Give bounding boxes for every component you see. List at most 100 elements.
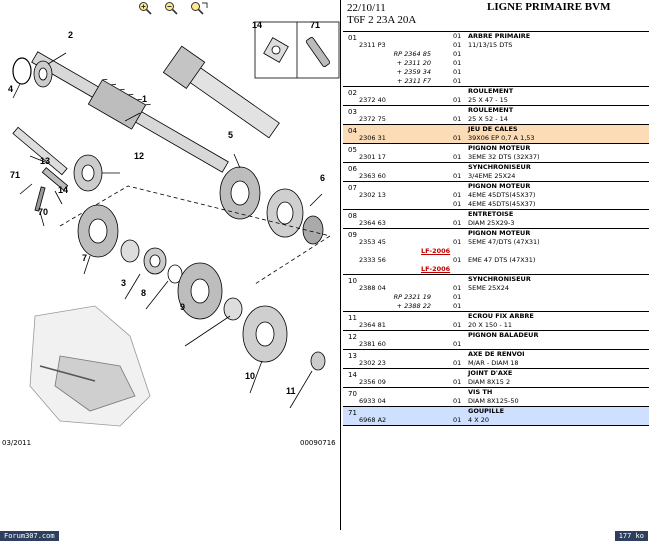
part-description: 4EME 45DTS(45X37) xyxy=(468,200,536,208)
diagram-drawing xyxy=(12,21,340,427)
part-code: 6968 A2 xyxy=(359,416,387,424)
part-description: 3EME 32 DTS (32X37) xyxy=(468,153,540,161)
part-description: 5EME 25X24 xyxy=(468,284,510,292)
part-row: JOINT D'AXE xyxy=(343,369,649,378)
part-description: SYNCHRONISEUR xyxy=(468,275,531,283)
part-code: 2302 23 xyxy=(359,359,386,367)
model-code: T6F 2 23A 20A xyxy=(347,14,417,26)
thumb-label-71: 71 xyxy=(310,20,321,30)
zoom-in-icon[interactable] xyxy=(138,1,152,15)
part-quantity: 01 xyxy=(453,238,462,246)
part-group-id: 06 xyxy=(348,165,357,173)
part-description: 3/4EME 25X24 xyxy=(468,172,516,180)
part-quantity: 01 xyxy=(453,200,462,208)
exploded-parts-diagram: 14 71 2 1 4 5 13 12 71 14 6 70 7 3 8 9 1… xyxy=(0,16,340,447)
part-row: JEU DE CALES xyxy=(343,125,649,134)
part-row: ENTRETOISE xyxy=(343,210,649,219)
part-group-id: 08 xyxy=(348,212,357,220)
part-note[interactable]: LF-2006 xyxy=(421,247,451,255)
part-group-id: 05 xyxy=(348,146,357,154)
part-code: 2353 45 xyxy=(359,238,386,246)
part-description: PIGNON MOTEUR xyxy=(468,144,531,152)
callout-2: 2 xyxy=(68,30,74,40)
diagram-date: 03/2011 xyxy=(2,439,32,447)
part-code: 2302 13 xyxy=(359,191,386,199)
part-code: 2364 63 xyxy=(359,219,386,227)
part-code: 2306 31 xyxy=(359,134,386,142)
part-quantity: 01 xyxy=(453,219,462,227)
part-group-id: 07 xyxy=(348,184,357,192)
part-description: 4EME 45DTS(45X37) xyxy=(468,191,536,199)
part-quantity: 01 xyxy=(453,256,462,264)
part-description: 4 X 20 xyxy=(468,416,489,424)
zoom-fit-icon[interactable] xyxy=(190,1,208,15)
part-description: ROULEMENT xyxy=(468,87,514,95)
part-quantity: 01 xyxy=(453,41,462,49)
part-quantity: 01 xyxy=(453,293,462,301)
part-description: SYNCHRONISEUR xyxy=(468,163,531,171)
callout-9: 9 xyxy=(180,302,186,312)
part-row: AXE DE RENVOI xyxy=(343,350,649,359)
callout-6: 6 xyxy=(320,173,326,183)
callout-7: 7 xyxy=(82,253,88,263)
part-description: 11/13/15 DTS xyxy=(468,41,513,49)
part-row: LF-2006 xyxy=(343,247,649,256)
part-group-id: 03 xyxy=(348,108,357,116)
part-description: JEU DE CALES xyxy=(468,125,518,133)
page-title: LIGNE PRIMAIRE BVM xyxy=(487,1,611,13)
part-row: ROULEMENT xyxy=(343,87,649,96)
part-description: 25 X 52 - 14 xyxy=(468,115,508,123)
part-quantity: 01 xyxy=(453,96,462,104)
part-note[interactable]: LF-2006 xyxy=(421,265,451,273)
header-date: 22/10/11 xyxy=(347,2,386,14)
callout-3: 3 xyxy=(121,278,127,288)
part-quantity: 01 xyxy=(453,68,462,76)
part-quantity: 01 xyxy=(453,134,462,142)
part-row: LF-2006 xyxy=(343,265,649,274)
zoom-out-icon[interactable] xyxy=(164,1,178,15)
part-description: EME 47 DTS (47X31) xyxy=(468,256,536,264)
part-group-id: 01 xyxy=(348,34,357,42)
part-row: SYNCHRONISEUR xyxy=(343,275,649,284)
part-group[interactable]: 07 PIGNON MOTEUR 2302 13 01 4EME 45DTS(45X37… xyxy=(343,182,649,210)
part-code: 2388 04 xyxy=(359,284,386,292)
part-group-id: 02 xyxy=(348,89,357,97)
part-description: PIGNON MOTEUR xyxy=(468,182,531,190)
part-description: ENTRETOISE xyxy=(468,210,514,218)
part-description: PIGNON BALADEUR xyxy=(468,331,539,339)
part-quantity: 01 xyxy=(453,59,462,67)
part-group-id: 14 xyxy=(348,371,357,379)
part-quantity: 01 xyxy=(453,359,462,367)
part-code: 2301 17 xyxy=(359,153,386,161)
